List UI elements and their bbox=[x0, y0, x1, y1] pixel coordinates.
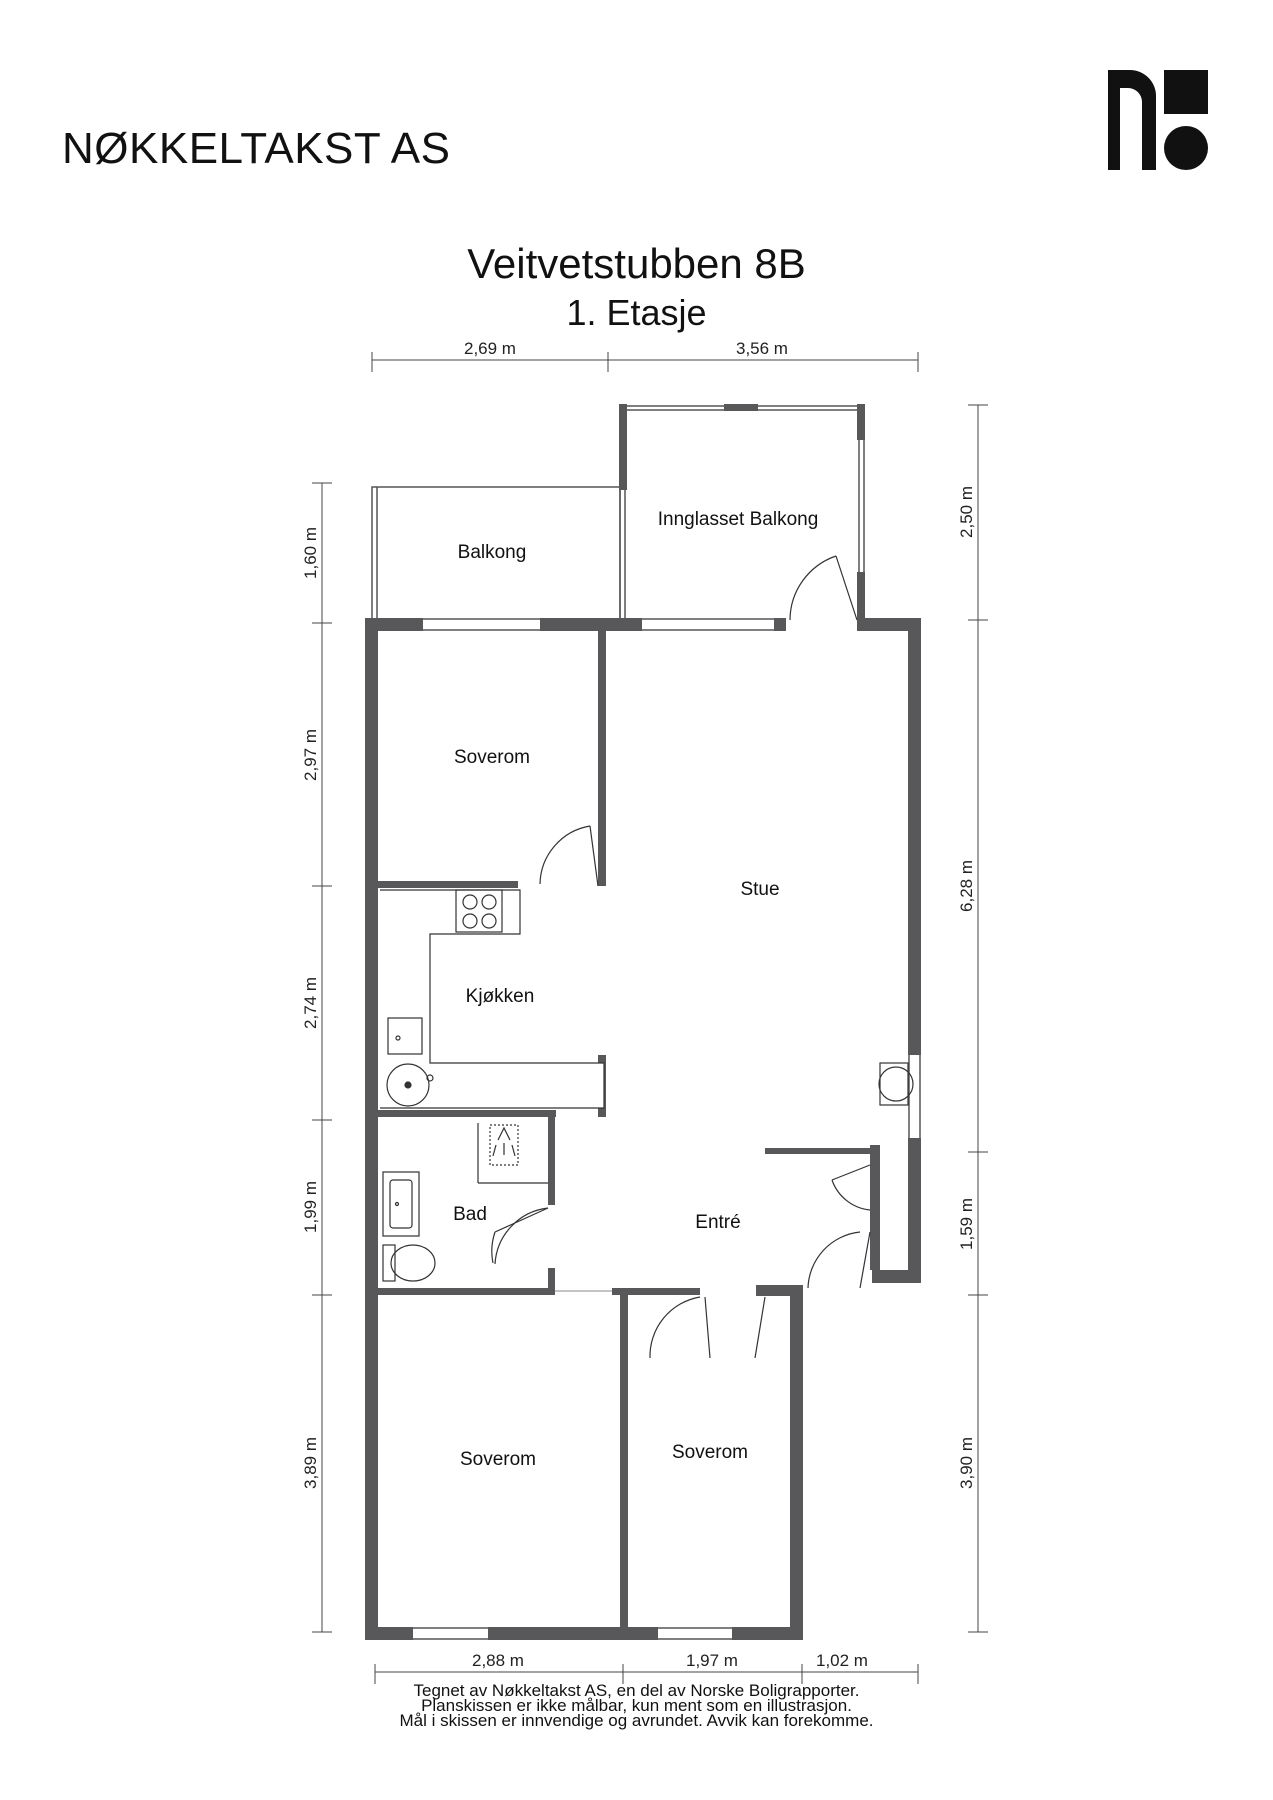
room-bad: Bad bbox=[453, 1204, 487, 1225]
room-balkong: Balkong bbox=[458, 542, 527, 563]
room-entre: Entré bbox=[695, 1212, 740, 1233]
footer-disclaimer: Tegnet av Nøkkeltakst AS, en del av Nors… bbox=[0, 1681, 1273, 1730]
dim-top-1: 2,69 m bbox=[464, 339, 516, 358]
stove-icon bbox=[455, 889, 503, 933]
doors bbox=[491, 555, 871, 1359]
dimension-lines bbox=[312, 352, 988, 1684]
room-kjokken: Kjøkken bbox=[466, 986, 535, 1007]
stove-heater-icon bbox=[878, 1062, 914, 1106]
dim-left-4: 1,99 m bbox=[301, 1181, 320, 1233]
dim-right-1: 2,50 m bbox=[957, 486, 976, 538]
dim-bottom-1: 2,88 m bbox=[472, 1651, 524, 1670]
company-name: NØKKELTAKST AS bbox=[62, 124, 451, 173]
dim-left-2: 2,97 m bbox=[301, 729, 320, 781]
footer-line-3: Mål i skissen er innvendige og avrundet.… bbox=[399, 1711, 874, 1730]
room-soverom-bottom-left: Soverom bbox=[460, 1449, 536, 1470]
noekkeltakst-logo-icon bbox=[1108, 70, 1208, 170]
sink-icon bbox=[387, 1017, 423, 1055]
toilet-icon bbox=[382, 1244, 436, 1282]
footer-line-2: Planskissen er ikke målbar, kun ment som… bbox=[421, 1696, 852, 1715]
dim-left-3: 2,74 m bbox=[301, 977, 320, 1029]
footer-line-1: Tegnet av Nøkkeltakst AS, en del av Nors… bbox=[413, 1681, 860, 1700]
bathroom-sink-icon bbox=[382, 1171, 420, 1237]
dim-left-1: 1,60 m bbox=[301, 527, 320, 579]
room-stue: Stue bbox=[740, 879, 779, 900]
shower-icon bbox=[477, 1123, 548, 1184]
dim-left-5: 3,89 m bbox=[301, 1437, 320, 1489]
dim-bottom-2: 1,97 m bbox=[686, 1651, 738, 1670]
room-soverom-bottom-right: Soverom bbox=[672, 1442, 748, 1463]
plan-title: Veitvetstubben 8B bbox=[467, 240, 806, 287]
room-soverom-top: Soverom bbox=[454, 747, 530, 768]
floor-label: 1. Etasje bbox=[566, 292, 707, 333]
washing-machine-icon bbox=[386, 1063, 434, 1107]
kitchen-counters bbox=[380, 889, 605, 1109]
room-innglasset-balkong: Innglasset Balkong bbox=[658, 509, 819, 530]
dim-bottom-3: 1,02 m bbox=[816, 1651, 868, 1670]
balcony-wall-stubs bbox=[619, 404, 865, 622]
exterior-walls bbox=[365, 618, 921, 1640]
dim-right-4: 3,90 m bbox=[957, 1437, 976, 1489]
dim-right-2: 6,28 m bbox=[957, 860, 976, 912]
windows bbox=[413, 618, 921, 1640]
dim-top-2: 3,56 m bbox=[736, 339, 788, 358]
dim-right-3: 1,59 m bbox=[957, 1198, 976, 1250]
